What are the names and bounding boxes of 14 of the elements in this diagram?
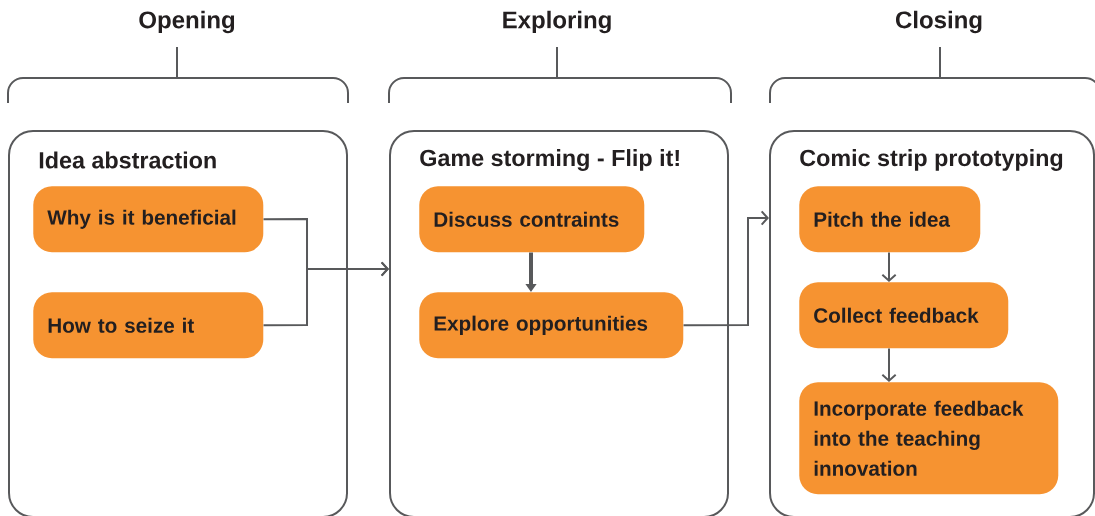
step-box: How to seize it <box>33 292 264 359</box>
arrow <box>881 251 897 282</box>
arrow <box>682 210 769 327</box>
step-box: Explore opportunities <box>419 292 684 359</box>
step-box: Incorporate feedback into the teaching innovation <box>799 382 1059 495</box>
column-heading: Exploring <box>503 10 611 34</box>
column-heading: Opening <box>139 10 235 34</box>
arrow <box>881 347 897 382</box>
arrow <box>262 261 389 327</box>
step-box: Pitch the idea <box>799 186 981 253</box>
step-box: Collect feedback <box>799 282 1009 349</box>
step-box: Discuss contraints <box>419 186 645 253</box>
step-box: Why is it beneficial <box>33 186 264 253</box>
column-heading: Closing <box>896 10 982 34</box>
